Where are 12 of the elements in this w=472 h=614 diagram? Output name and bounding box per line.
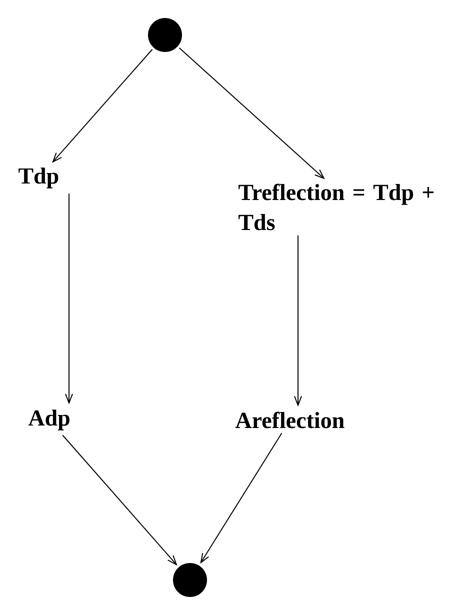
arrow xyxy=(294,234,302,407)
node-label: Treflection = Tdp + Tds xyxy=(238,184,434,230)
arrow xyxy=(65,193,73,404)
arrow xyxy=(52,48,153,163)
node-label: Tdp xyxy=(18,168,58,188)
state-dot xyxy=(148,18,182,52)
arrow xyxy=(62,434,178,566)
node-label: Areflection xyxy=(235,412,344,428)
arrow xyxy=(178,47,325,180)
state-dot xyxy=(173,563,207,597)
arrow xyxy=(200,432,282,564)
node-label: Adp xyxy=(28,410,70,430)
